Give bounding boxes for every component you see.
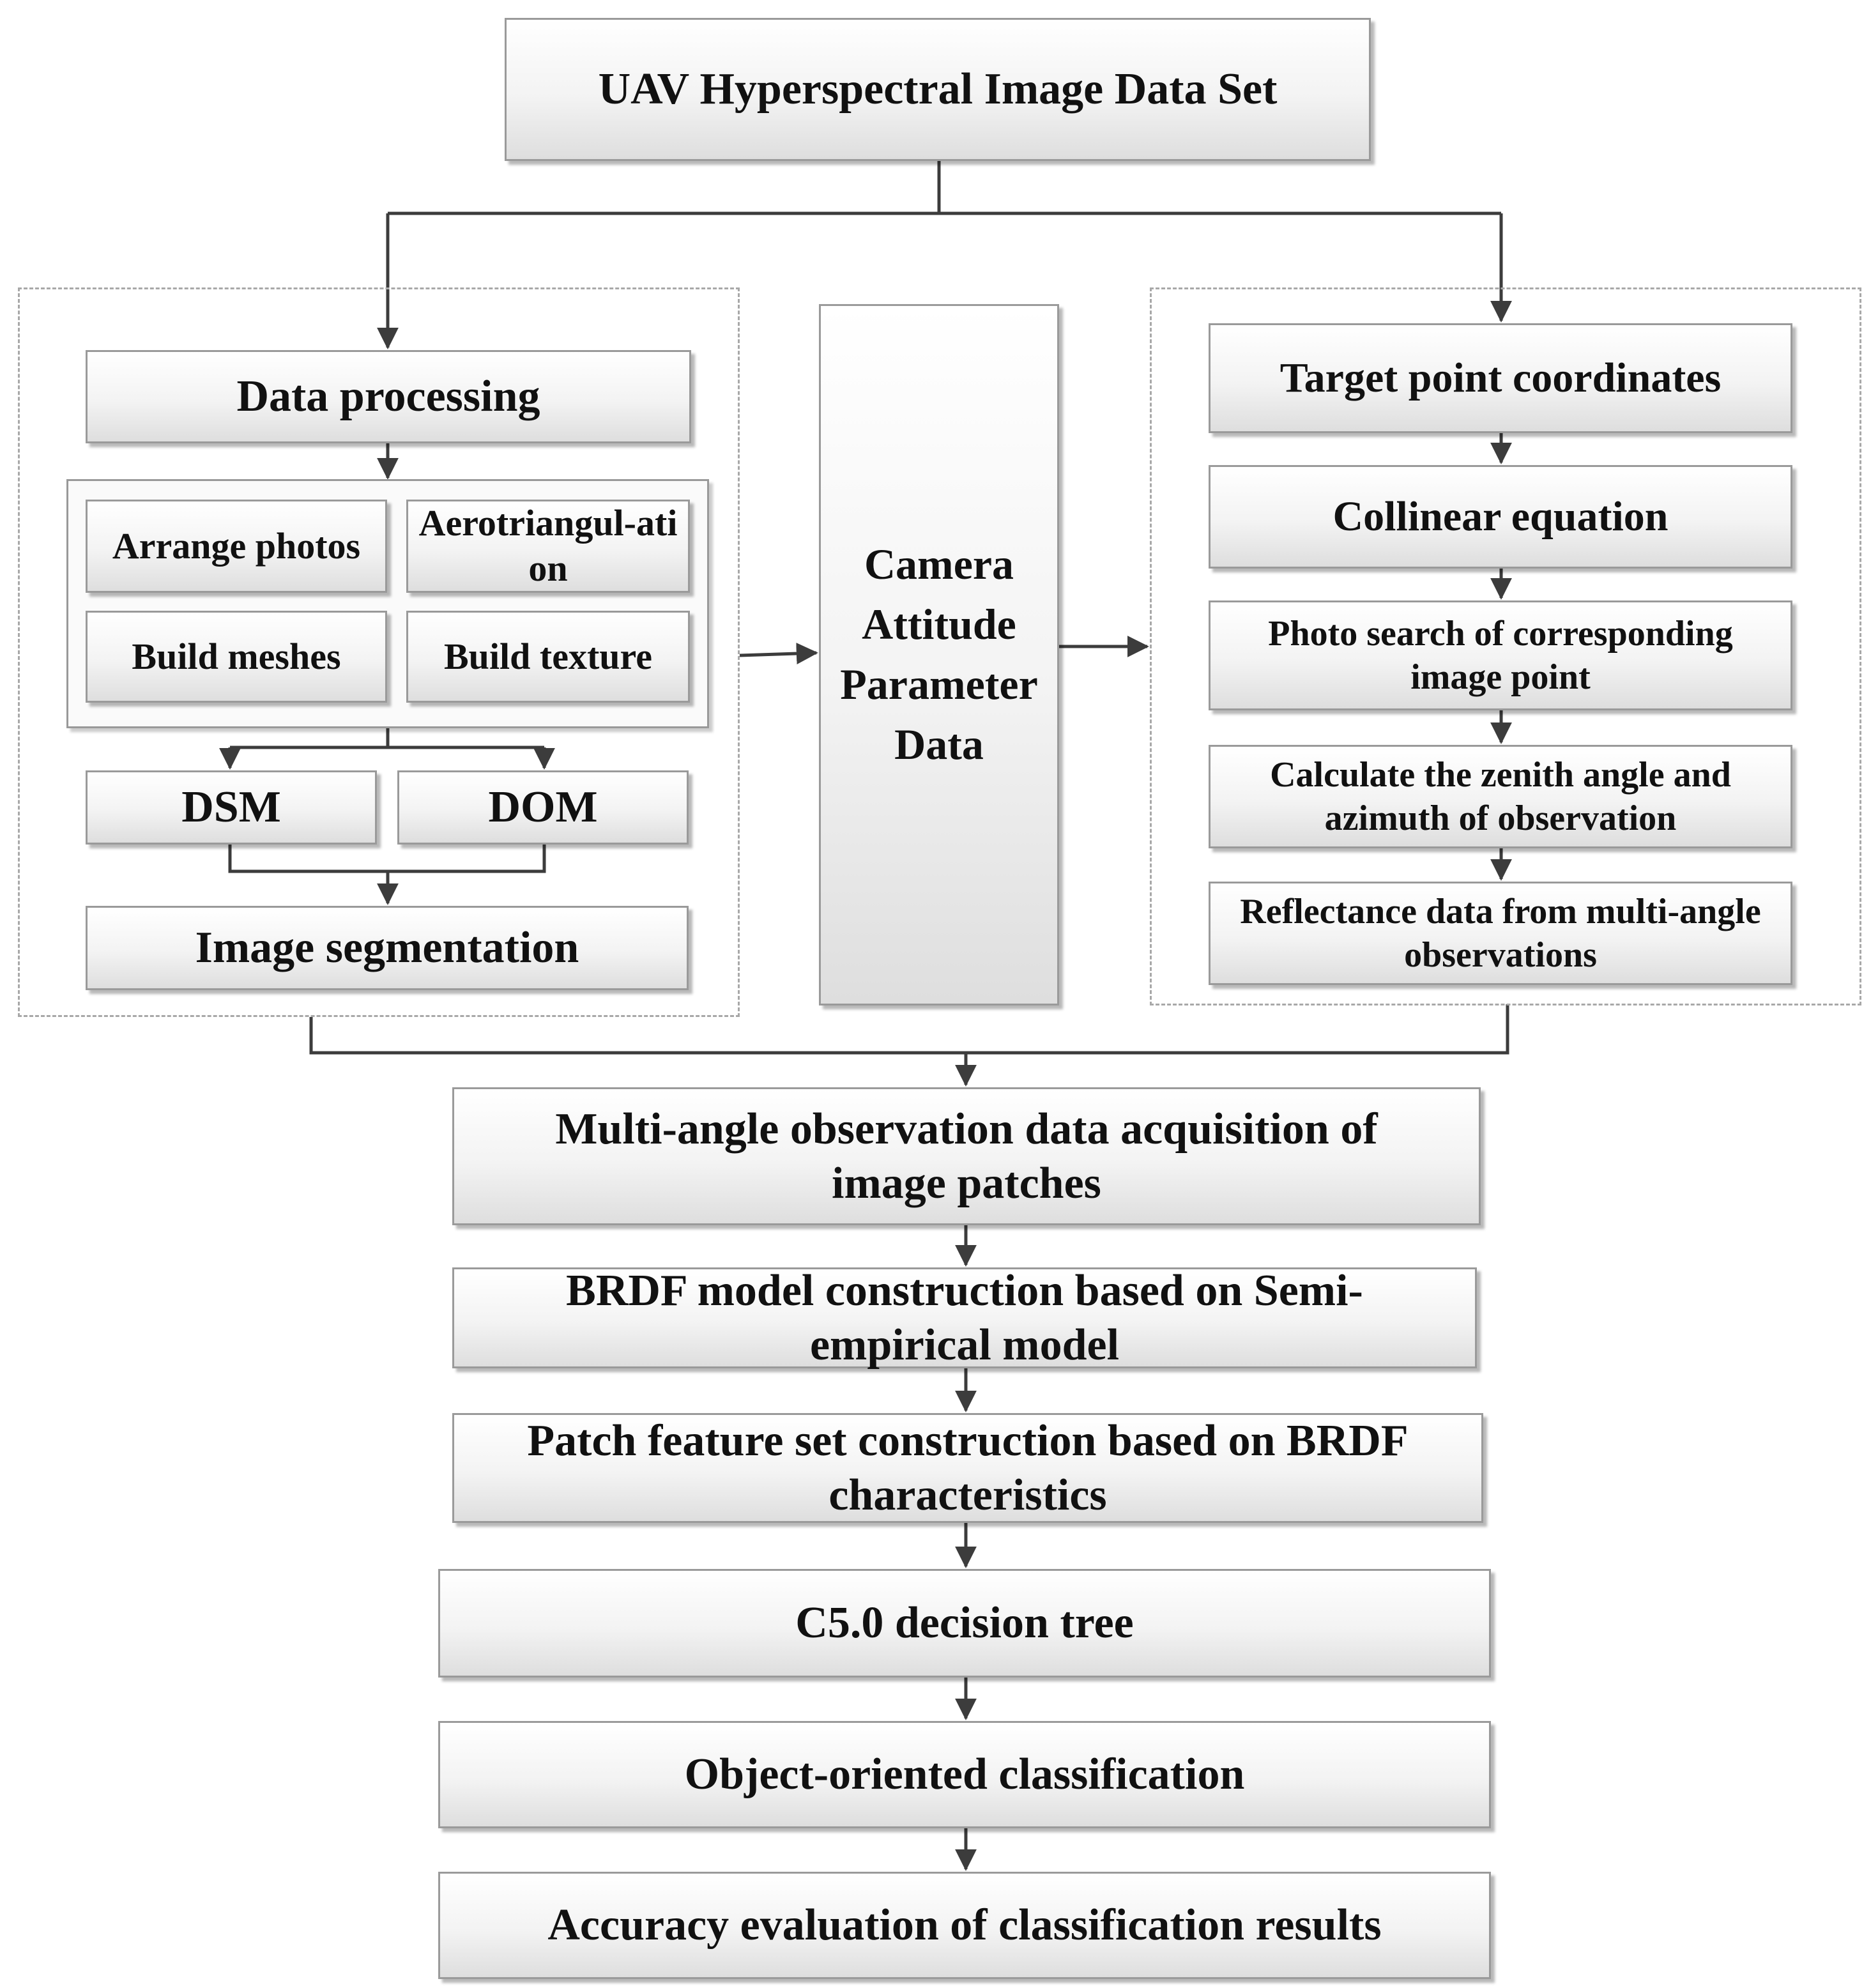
image-segmentation-box: Image segmentation <box>86 906 689 990</box>
aerotriangulation-box: Aerotriangul-ation <box>406 500 690 593</box>
brdf-model-box: BRDF model construction based on Semi-em… <box>452 1266 1477 1370</box>
zenith-azimuth-box: Calculate the zenith angle and azimuth o… <box>1209 745 1792 848</box>
right-workflow-frame <box>1150 287 1861 1005</box>
object-oriented-classification-box: Object-oriented classification <box>438 1721 1491 1828</box>
c50-decision-tree-box: C5.0 decision tree <box>438 1569 1491 1678</box>
arrow-steps-to-camera <box>739 643 818 665</box>
camera-attitude-box: Camera Attitude Parameter Data <box>819 304 1059 1005</box>
dom-box: DOM <box>397 770 689 845</box>
patch-feature-set-box: Patch feature set construction based on … <box>452 1413 1483 1523</box>
build-meshes-box: Build meshes <box>86 611 387 703</box>
dsm-box: DSM <box>86 770 377 845</box>
connector-left-merge <box>309 1004 1509 1055</box>
build-texture-box: Build texture <box>406 611 690 703</box>
left-workflow-frame <box>18 287 740 1017</box>
reflectance-data-box: Reflectance data from multi-angle observ… <box>1209 882 1792 985</box>
collinear-equation-box: Collinear equation <box>1209 465 1792 569</box>
accuracy-evaluation-box: Accuracy evaluation of classification re… <box>438 1872 1491 1979</box>
arrange-photos-box: Arrange photos <box>86 500 387 593</box>
title-box: UAV Hyperspectral Image Data Set <box>505 18 1371 161</box>
data-processing-box: Data processing <box>86 350 691 443</box>
target-point-coordinates-box: Target point coordinates <box>1209 323 1792 433</box>
multi-angle-acquisition-box: Multi-angle observation data acquisition… <box>452 1087 1481 1225</box>
photo-search-box: Photo search of corresponding image poin… <box>1209 600 1792 710</box>
